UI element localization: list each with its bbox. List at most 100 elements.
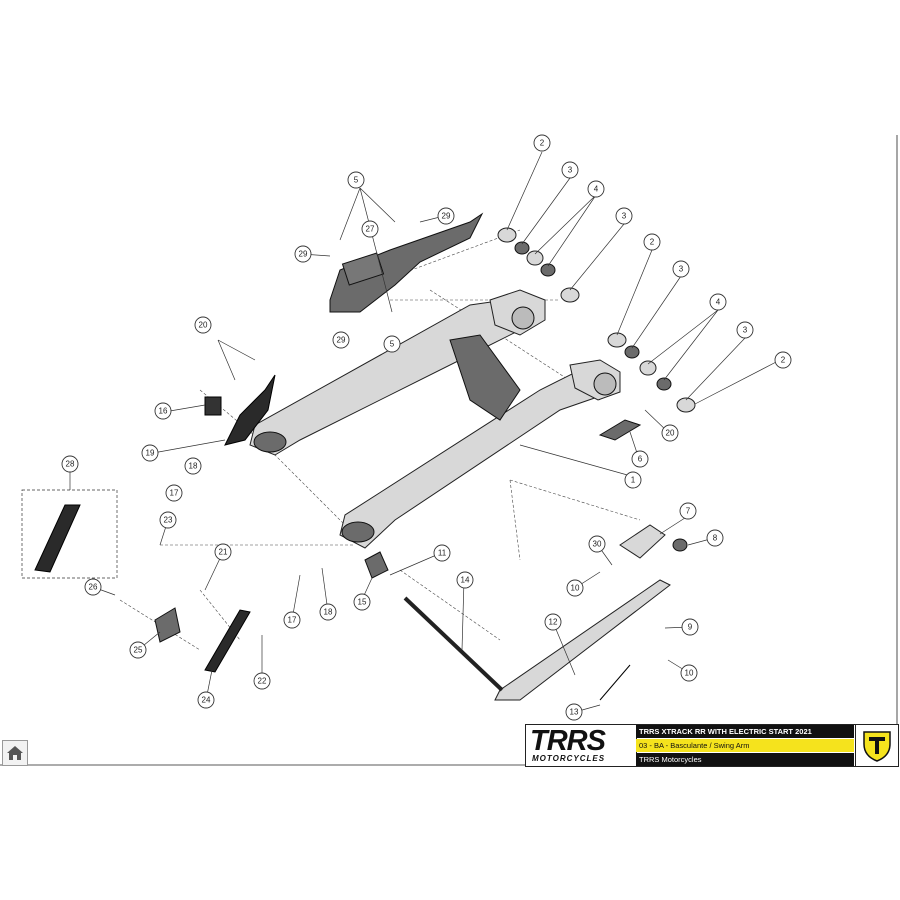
callout-2-b[interactable]: 2 [643,233,661,251]
callout-24[interactable]: 24 [197,691,215,709]
svg-text:29: 29 [337,336,346,345]
callout-16[interactable]: 16 [154,402,172,420]
callout-4-a[interactable]: 4 [587,180,605,198]
logo-subtitle: MOTORCYCLES [532,754,606,763]
block-16 [204,396,222,416]
callout-14[interactable]: 14 [456,571,474,589]
svg-text:10: 10 [571,584,580,593]
callout-20-b[interactable]: 20 [194,316,212,334]
swing-arm [249,289,621,549]
callout-13[interactable]: 13 [565,703,583,721]
svg-text:16: 16 [159,407,168,416]
callout-10-b[interactable]: 10 [680,664,698,682]
title-block: TRRS MOTORCYCLES TRRS XTRACK RR WITH ELE… [525,724,899,767]
home-button[interactable] [2,740,28,766]
model-name: TRRS XTRACK RR WITH ELECTRIC START 2021 [636,725,854,738]
adjuster-15 [364,551,389,579]
svg-text:18: 18 [324,608,333,617]
svg-text:29: 29 [442,212,451,221]
company-name: TRRS Motorcycles [636,753,854,766]
bracket-6 [598,419,642,441]
pivot-bushings-upper [497,227,580,303]
svg-text:4: 4 [594,185,599,194]
callout-30[interactable]: 30 [588,535,606,553]
svg-text:11: 11 [438,549,447,558]
emblem [855,725,898,766]
svg-text:2: 2 [650,238,655,247]
svg-text:17: 17 [170,489,179,498]
svg-text:20: 20 [666,429,675,438]
callout-21[interactable]: 21 [214,543,232,561]
svg-text:22: 22 [258,677,267,686]
svg-text:20: 20 [199,321,208,330]
section-title: 03 - BA - Basculante / Swing Arm [636,739,854,752]
stand-bracket-7 [619,524,666,559]
callout-18-b[interactable]: 18 [184,457,202,475]
brand-logo: TRRS MOTORCYCLES [526,725,637,766]
callout-25[interactable]: 25 [129,641,147,659]
callouts: 2 3 4 3 2 3 4 3 2 20 6 1 7 8 30 10 9 10 … [61,134,792,721]
svg-text:8: 8 [713,534,718,543]
brake-arm-kit-28 [34,504,81,573]
callout-27[interactable]: 27 [361,220,379,238]
callout-28[interactable]: 28 [61,455,79,473]
svg-text:3: 3 [743,326,748,335]
home-icon [7,746,23,760]
svg-text:21: 21 [219,548,228,557]
svg-text:7: 7 [686,507,691,516]
bushing-8 [672,538,688,552]
callout-20-a[interactable]: 20 [661,424,679,442]
svg-text:6: 6 [638,455,643,464]
callout-2-c[interactable]: 2 [774,351,792,369]
callout-29-b[interactable]: 29 [294,245,312,263]
svg-text:26: 26 [89,583,98,592]
callout-9[interactable]: 9 [681,618,699,636]
svg-text:10: 10 [685,669,694,678]
callout-3-a[interactable]: 3 [561,161,579,179]
callout-26[interactable]: 26 [84,578,102,596]
svg-text:27: 27 [366,225,375,234]
callout-1[interactable]: 1 [624,471,642,489]
callout-7[interactable]: 7 [679,502,697,520]
spring-13 [599,664,631,701]
callout-2-a[interactable]: 2 [533,134,551,152]
pivot-bushings-lower [607,332,696,413]
callout-23[interactable]: 23 [159,511,177,529]
svg-text:12: 12 [549,618,558,627]
svg-text:25: 25 [134,646,143,655]
svg-text:19: 19 [146,449,155,458]
svg-text:17: 17 [288,616,297,625]
callout-3-b[interactable]: 3 [615,207,633,225]
callout-11[interactable]: 11 [433,544,451,562]
brake-arm-24 [204,609,251,673]
callout-6[interactable]: 6 [631,450,649,468]
callout-17-a[interactable]: 17 [283,611,301,629]
svg-text:30: 30 [593,540,602,549]
callout-5-b[interactable]: 5 [383,335,401,353]
callout-19[interactable]: 19 [141,444,159,462]
svg-text:18: 18 [189,462,198,471]
svg-text:3: 3 [622,212,627,221]
svg-text:28: 28 [66,460,75,469]
callout-3-d[interactable]: 3 [736,321,754,339]
callout-29-a[interactable]: 29 [437,207,455,225]
callout-5-a[interactable]: 5 [347,171,365,189]
callout-29-c[interactable]: 29 [332,331,350,349]
callout-17-b[interactable]: 17 [165,484,183,502]
callout-8[interactable]: 8 [706,529,724,547]
kit-box-28 [21,489,118,579]
callout-4-b[interactable]: 4 [709,293,727,311]
svg-text:9: 9 [688,623,693,632]
callout-22[interactable]: 22 [253,672,271,690]
svg-text:5: 5 [354,176,359,185]
callout-10-a[interactable]: 10 [566,579,584,597]
callout-15[interactable]: 15 [353,593,371,611]
callout-18-a[interactable]: 18 [319,603,337,621]
svg-text:1: 1 [631,476,636,485]
svg-text:2: 2 [781,356,786,365]
callout-12[interactable]: 12 [544,613,562,631]
bracket-25 [154,607,181,643]
trrs-shield-icon [863,730,891,762]
callout-3-c[interactable]: 3 [672,260,690,278]
